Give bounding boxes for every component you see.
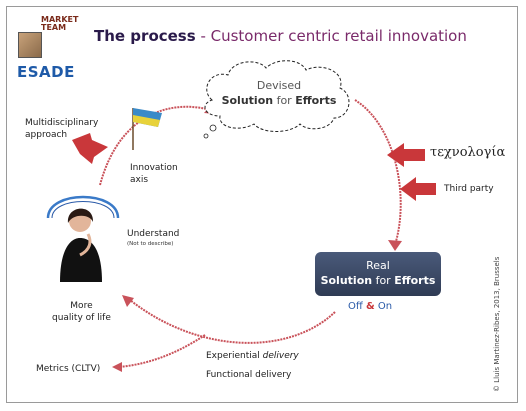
- metrics-arrow: [117, 334, 206, 368]
- metrics-arrowhead: [112, 362, 122, 372]
- slide-title: The process - Customer centric retail in…: [94, 27, 467, 45]
- person-arm: [79, 233, 92, 257]
- title-rest: - Customer centric retail innovation: [195, 27, 467, 45]
- circle-arrowhead-bottom: [122, 295, 134, 307]
- experiential-word: Experiential: [206, 351, 260, 361]
- not-to-describe-label: (Not to describe): [127, 241, 174, 247]
- off-word: Off: [348, 301, 366, 312]
- more-quality-label: More quality of life: [52, 301, 111, 323]
- off-on-label: Off & On: [348, 301, 392, 312]
- process-circle-bottom: [129, 299, 336, 344]
- innovation-axis-label: Innovation axis: [130, 163, 178, 185]
- cloud-puff-1: [209, 124, 217, 132]
- devised-solution-text: Devised Solution for Efforts: [212, 78, 346, 108]
- metrics-label: Metrics (CLTV): [36, 364, 101, 374]
- flag-stripe: [133, 115, 160, 127]
- real-solution-box: Real Solution for Efforts: [315, 252, 441, 296]
- circle-arrowhead-right: [388, 240, 402, 251]
- real-efforts-word: Efforts: [394, 274, 436, 287]
- cloud-puff-2: [203, 133, 209, 139]
- person-body: [60, 238, 102, 282]
- amp-word: &: [365, 301, 375, 312]
- cloud-for-word: for: [273, 94, 296, 107]
- devised-label: Devised: [256, 79, 302, 92]
- market-team-logo-text: MARKET TEAM: [41, 15, 79, 32]
- cloud-solution-word: Solution: [221, 94, 274, 107]
- real-solution-word: Solution: [320, 274, 373, 287]
- experiential-delivery-label: Experiential delivery: [206, 350, 299, 362]
- process-circle-right: [354, 99, 402, 246]
- multidisciplinary-label: Multidisciplinary approach: [25, 118, 99, 140]
- copyright-text: © Lluis Martinez-Ribes, 2013, Brussels: [493, 256, 501, 392]
- person-hair: [67, 208, 94, 223]
- person-halo-inner: [51, 201, 115, 219]
- techno-label: τεχνολογία: [430, 145, 506, 160]
- cloud-shape: [204, 60, 350, 132]
- understand-label: Understand: [127, 229, 180, 239]
- real-label: Real: [366, 259, 390, 272]
- market-team-logo-image: [18, 32, 42, 58]
- techno-arrow: [387, 143, 425, 167]
- multidisciplinary-arrow: [72, 133, 108, 164]
- devised-solution-line: Solution for Efforts: [212, 93, 346, 108]
- third-party-label: Third party: [444, 184, 494, 194]
- on-word: On: [374, 301, 393, 312]
- real-for-word: for: [372, 274, 395, 287]
- title-strong: The process: [94, 27, 196, 45]
- third-party-arrow: [400, 177, 436, 201]
- delivery-word: delivery: [259, 351, 299, 361]
- esade-logo: ESADE: [17, 63, 75, 81]
- real-solution-line: Solution for Efforts: [315, 273, 441, 288]
- functional-delivery-label: Functional delivery: [206, 370, 292, 380]
- person-halo: [46, 195, 120, 219]
- cloud-efforts-word: Efforts: [295, 94, 337, 107]
